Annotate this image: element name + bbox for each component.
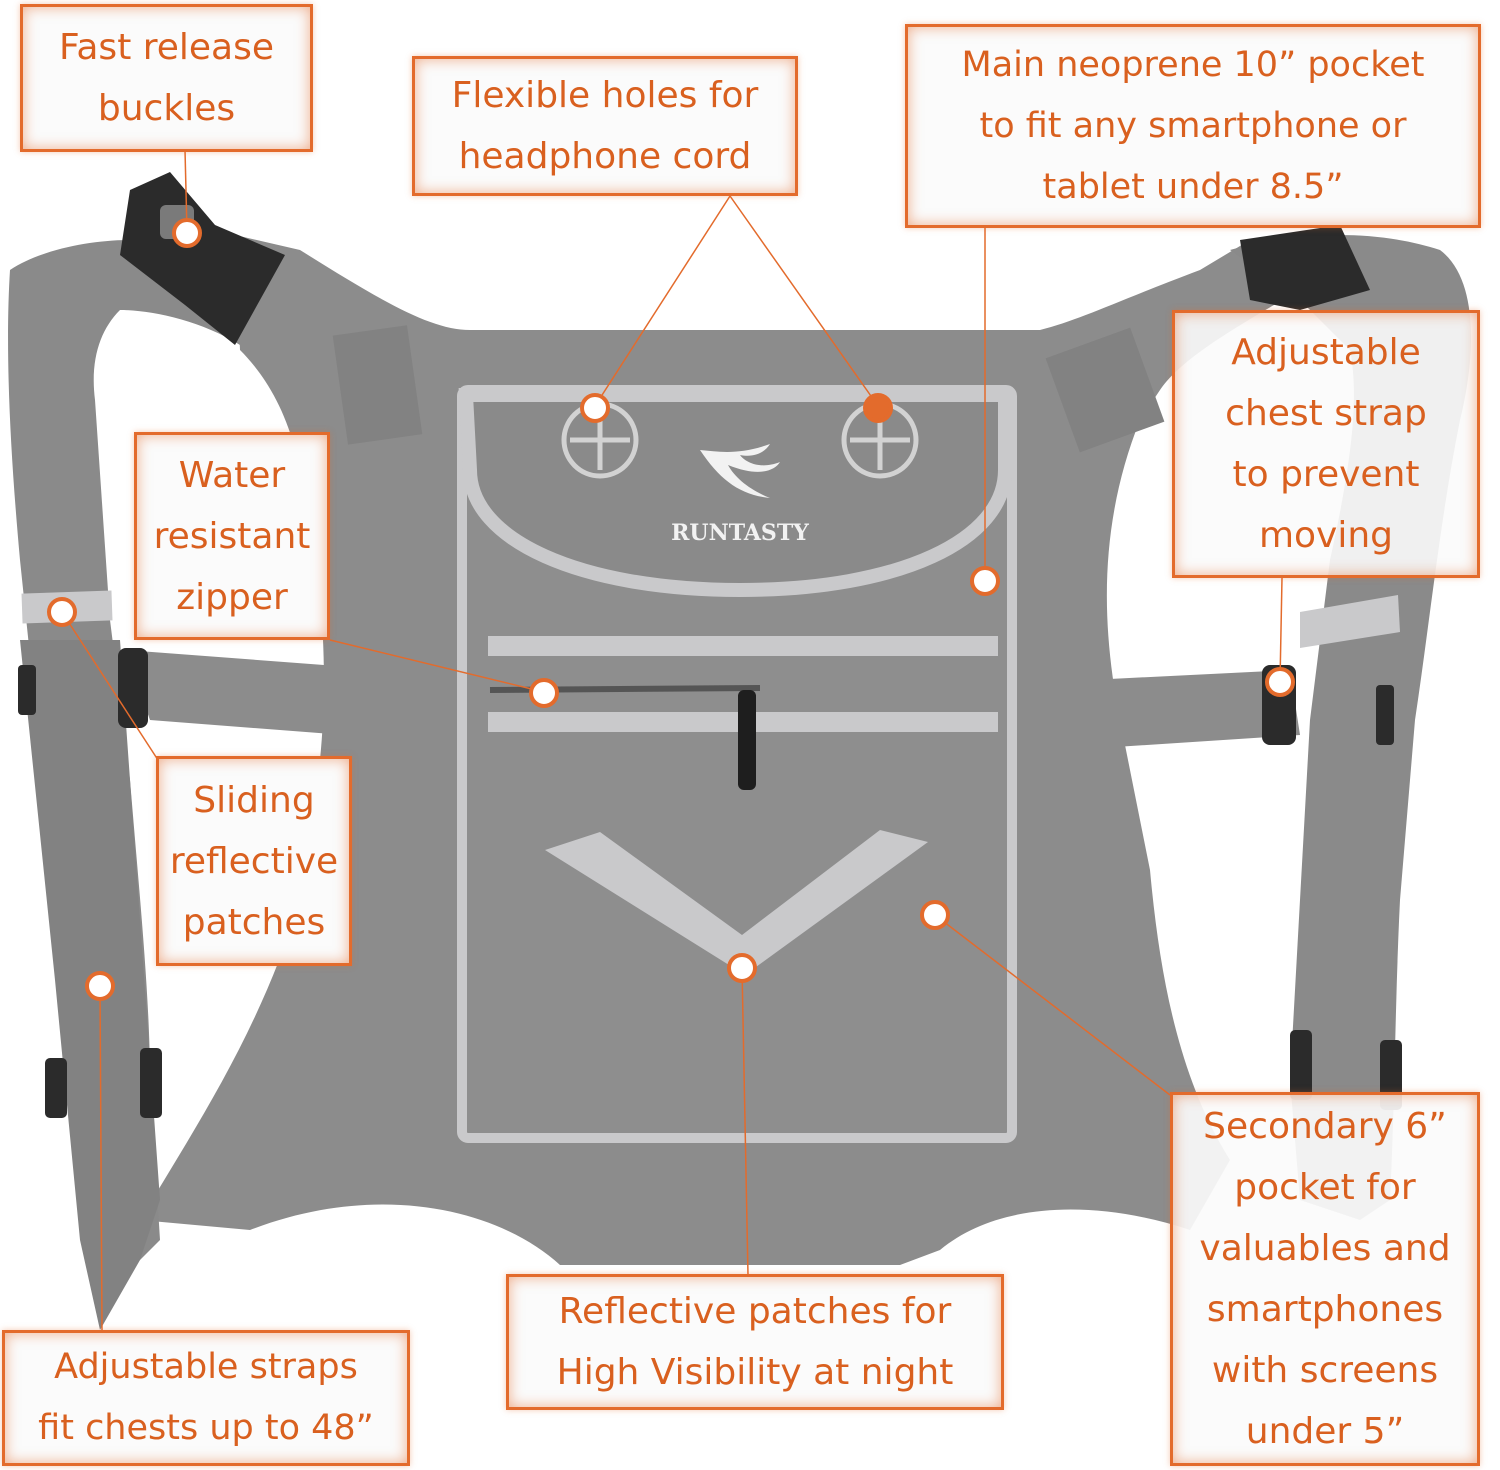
callout-reflective-night: Reflective patches for High Visibility a… [506, 1274, 1004, 1410]
callout-adjustable-straps: Adjustable straps fit chests up to 48” [2, 1330, 410, 1466]
callout-fast-release-buckles: Fast release buckles [20, 4, 313, 152]
callout-leader-lines [61, 149, 1283, 1331]
callout-water-zipper-text: Water resistant zipper [153, 454, 311, 618]
right-chest-strap [1090, 670, 1300, 748]
callout-flexible-holes: Flexible holes for headphone cord [412, 56, 798, 196]
top-right-buckle [1240, 225, 1370, 310]
callout-sliding-patches: Sliding reflective patches [156, 756, 352, 966]
callout-chest-strap: Adjustable chest strap to prevent moving [1172, 310, 1480, 578]
upper-reflective-band [488, 636, 998, 656]
callout-adjustable-straps-text: Adjustable straps fit chests up to 48” [38, 1347, 374, 1448]
right-velcro-tab [1045, 327, 1165, 453]
callout-fast-release-text: Fast release buckles [58, 27, 275, 129]
callout-sliding-patches-text: Sliding reflective patches [169, 779, 339, 943]
callout-chest-strap-text: Adjustable chest strap to prevent moving [1225, 332, 1427, 556]
callout-water-zipper: Water resistant zipper [134, 432, 330, 640]
left-chest-strap [125, 650, 410, 740]
callout-main-pocket: Main neoprene 10” pocket to fit any smar… [905, 24, 1481, 228]
zipper-pull [738, 690, 756, 790]
brand-logo-text: RUNTASTY [671, 520, 809, 546]
left-chest-buckle [18, 648, 148, 728]
left-lower-buckle [45, 1048, 162, 1118]
callout-main-pocket-text: Main neoprene 10” pocket to fit any smar… [961, 44, 1425, 207]
callout-flexible-holes-text: Flexible holes for headphone cord [451, 75, 759, 177]
callout-markers [47, 218, 1295, 1001]
left-velcro-tab [332, 325, 423, 445]
right-reflective-band [1300, 595, 1400, 648]
pocket-flap [458, 388, 1012, 598]
callout-reflective-night-text: Reflective patches for High Visibility a… [556, 1291, 954, 1393]
callout-secondary-pocket-text: Secondary 6” pocket for valuables and sm… [1199, 1106, 1451, 1452]
chevron-reflective-patch [545, 830, 928, 975]
callout-secondary-pocket: Secondary 6” pocket for valuables and sm… [1170, 1092, 1480, 1466]
brand-logo-icon [700, 444, 780, 498]
